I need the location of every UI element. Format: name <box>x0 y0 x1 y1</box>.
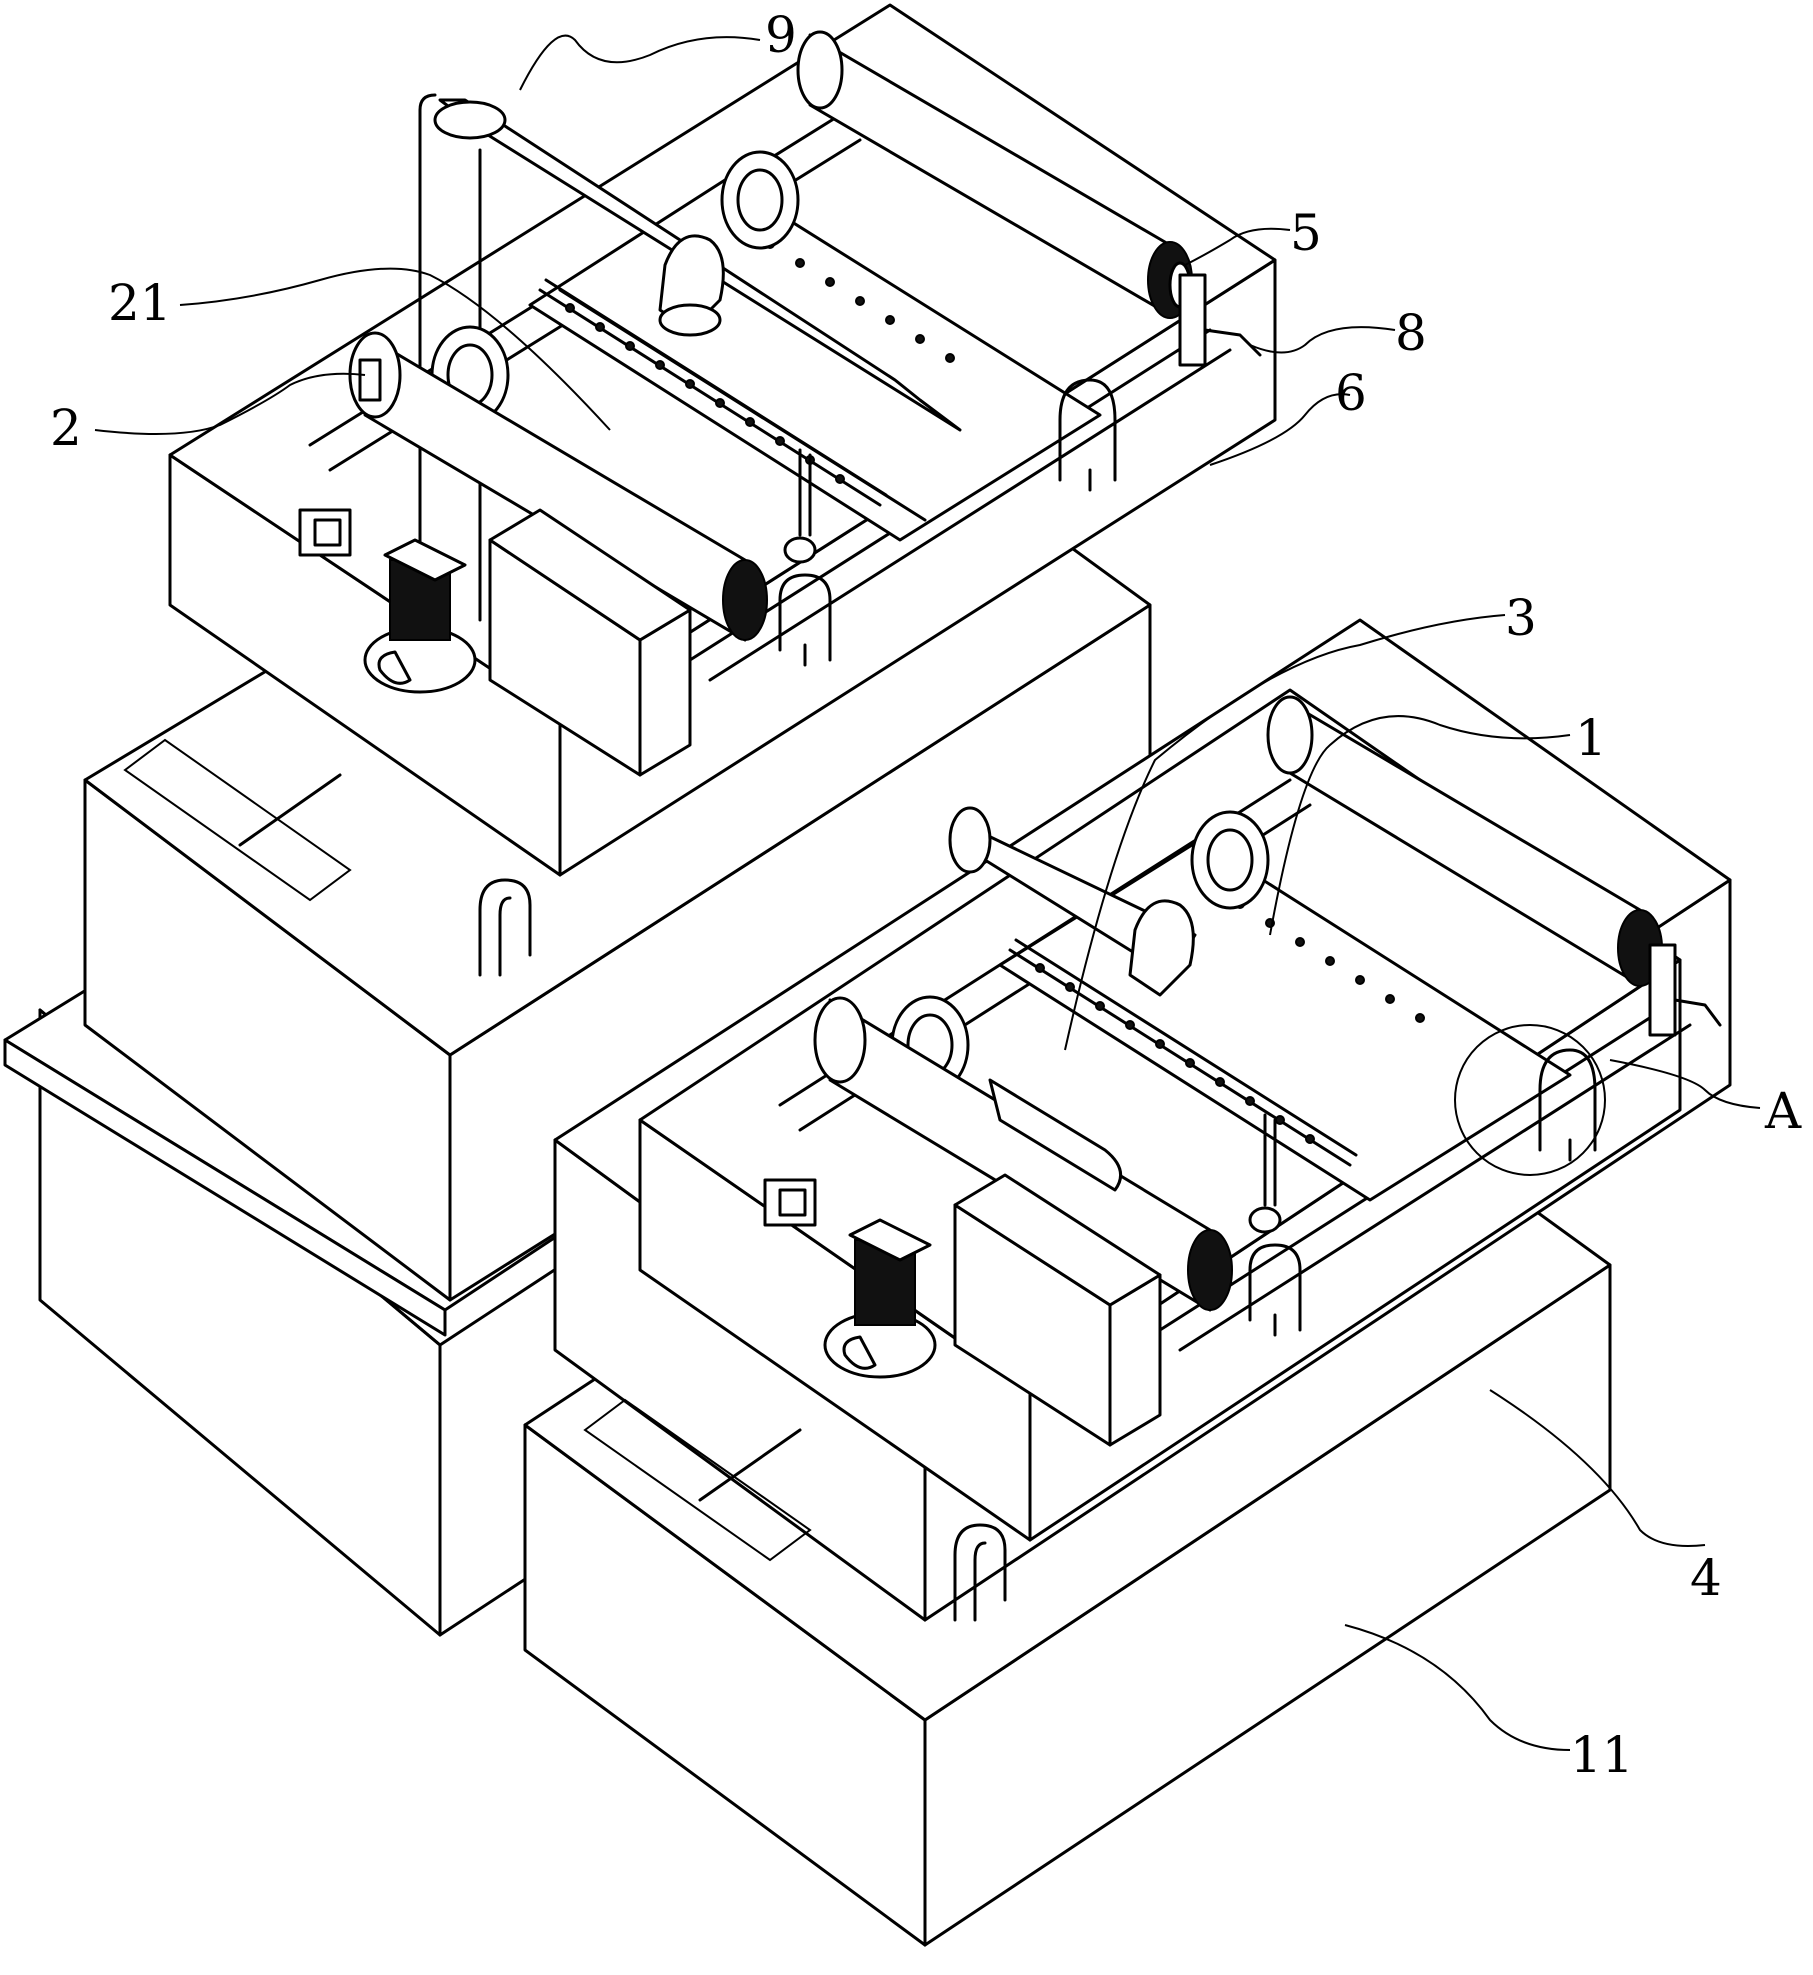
leader-1 <box>1269 715 1571 936</box>
label-21: 21 <box>108 274 172 332</box>
left-actuator <box>298 508 352 557</box>
label-5: 5 <box>1290 204 1322 262</box>
leader-lines <box>94 34 1761 1751</box>
right-drive-box <box>953 1173 1162 1447</box>
left-machine <box>3 3 1277 1637</box>
label-3: 3 <box>1505 589 1537 647</box>
leader-2 <box>94 372 366 435</box>
leader-3 <box>1064 614 1506 1051</box>
leader-6 <box>1209 393 1351 466</box>
label-1: 1 <box>1575 709 1607 767</box>
right-back-roller <box>1266 695 1722 1037</box>
label-A: A <box>1764 1082 1802 1140</box>
right-motor <box>823 1218 937 1379</box>
left-brackets <box>778 378 1117 667</box>
left-upright <box>783 448 817 564</box>
label-11: 11 <box>1570 1726 1634 1784</box>
leader-21 <box>179 267 611 431</box>
right-upright <box>1248 1113 1282 1234</box>
left-drive-box <box>488 508 692 777</box>
right-spray-bar <box>1008 880 1425 1167</box>
reference-labels: 9 5 8 21 6 2 3 1 A 4 11 <box>50 6 1802 1784</box>
left-spray-bar <box>538 220 955 507</box>
left-front-roller <box>348 331 768 642</box>
label-8: 8 <box>1395 304 1427 362</box>
right-machine <box>523 618 1732 1947</box>
leader-9 <box>519 34 761 91</box>
leader-A <box>1609 1059 1761 1109</box>
leader-8 <box>1249 326 1396 354</box>
leader-5 <box>1184 227 1291 266</box>
label-2: 2 <box>50 399 82 457</box>
left-pulleys <box>430 150 800 425</box>
detail-circle-A <box>1454 1024 1606 1176</box>
leader-4 <box>1489 1389 1706 1547</box>
left-motor <box>363 538 477 694</box>
left-back-roller <box>796 30 1262 367</box>
leader-11 <box>1344 1624 1571 1751</box>
right-actuator <box>763 1178 817 1227</box>
label-4: 4 <box>1690 1549 1722 1607</box>
label-9: 9 <box>765 6 797 64</box>
label-6: 6 <box>1335 364 1367 422</box>
right-front-roller <box>813 996 1233 1312</box>
right-supply-pipe <box>948 806 1197 997</box>
right-brackets <box>1248 1048 1597 1337</box>
left-supply-pipe <box>418 93 962 622</box>
